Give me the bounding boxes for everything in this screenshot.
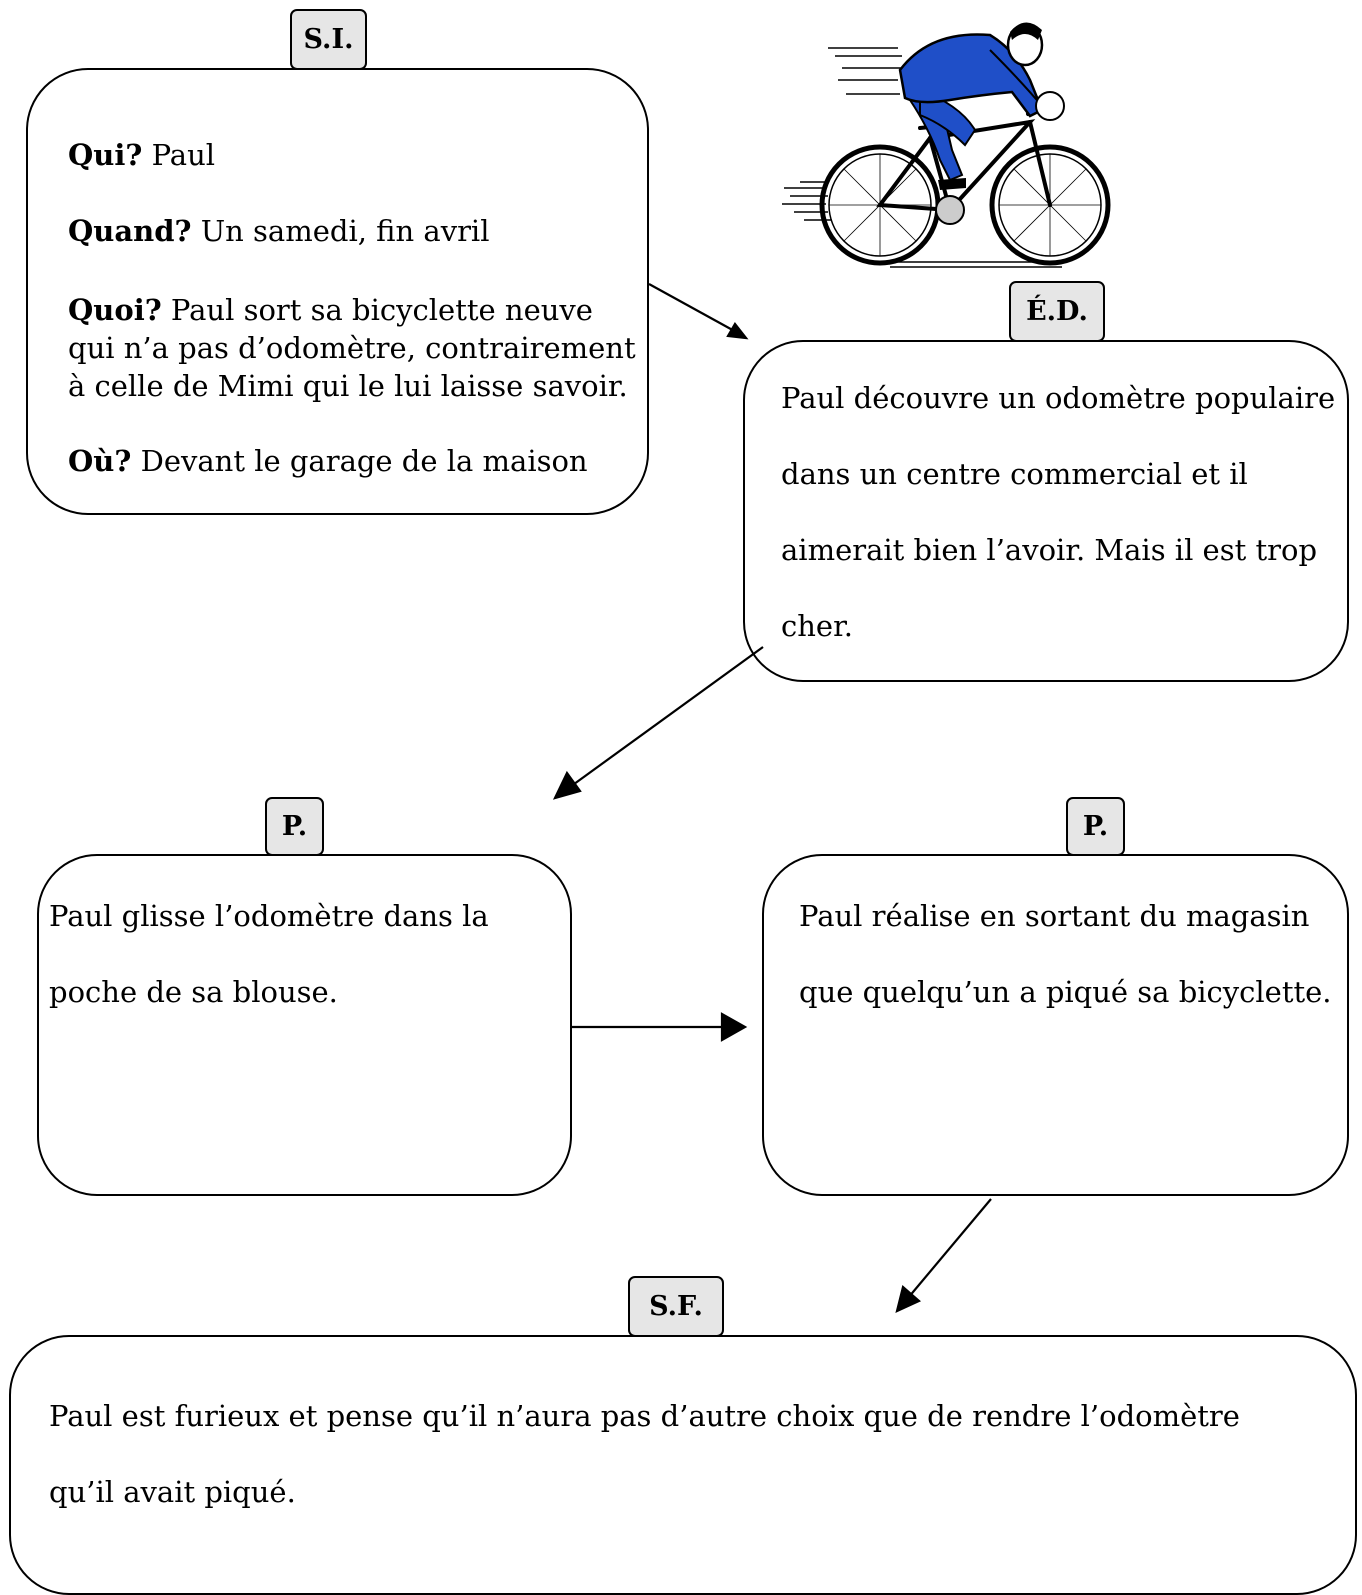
ed-line-2: dans un centre commercial et il: [781, 457, 1248, 491]
spokes: [829, 154, 1101, 256]
p2-line-2: que quelqu’un a piqué sa bicyclette.: [799, 975, 1332, 1009]
sf-line-2: qu’il avait piqué.: [49, 1475, 296, 1509]
tag-si: S.I.: [290, 9, 367, 70]
speed-lines: [782, 47, 1062, 268]
p2-line-1: Paul réalise en sortant du magasin: [799, 899, 1310, 933]
quoi-label: Quoi?: [68, 293, 162, 327]
qui-value: Paul: [151, 138, 216, 172]
quoi-line-1: Quoi? Paul sort sa bicyclette neuve: [68, 291, 636, 329]
tag-p-right: P.: [1066, 797, 1125, 856]
qui-label: Qui?: [68, 138, 143, 172]
ou-label: Où?: [68, 444, 132, 478]
quoi-text-1: Paul sort sa bicyclette neuve: [170, 293, 593, 327]
quoi-block: Quoi? Paul sort sa bicyclette neuve qui …: [68, 291, 636, 405]
cyclist-icon: [782, 22, 1111, 268]
tag-p-left: P.: [265, 797, 324, 856]
ed-line-1: Paul découvre un odomètre populaire: [781, 381, 1336, 415]
arrow-p2-to-sf: [895, 1198, 992, 1313]
quoi-line-3: à celle de Mimi qui le lui laisse savoir…: [68, 369, 628, 403]
qui-line: Qui? Paul: [68, 138, 215, 172]
ed-text: Paul découvre un odomètre populaire dans…: [781, 360, 1335, 664]
quand-value: Un samedi, fin avril: [200, 214, 490, 248]
tag-sf: S.F.: [628, 1276, 724, 1337]
ed-line-3: aimerait bien l’avoir. Mais il est trop: [781, 533, 1318, 567]
box-situation-finale: Paul est furieux et pense qu’il n’aura p…: [9, 1335, 1357, 1595]
sf-text: Paul est furieux et pense qu’il n’aura p…: [49, 1378, 1240, 1530]
arrow-ed-to-p1: [552, 646, 764, 800]
tag-ed: É.D.: [1009, 281, 1105, 342]
p1-line-1: Paul glisse l’odomètre dans la: [49, 899, 489, 933]
chainring: [935, 195, 965, 225]
p1-text: Paul glisse l’odomètre dans la poche de …: [49, 878, 489, 1030]
quand-label: Quand?: [68, 214, 192, 248]
box-peripetie-1: Paul glisse l’odomètre dans la poche de …: [37, 854, 572, 1196]
box-situation-initiale: Qui? Paul Quand? Un samedi, fin avril Qu…: [26, 68, 649, 515]
arrow-p1-to-p2: [572, 1012, 748, 1042]
sf-line-1: Paul est furieux et pense qu’il n’aura p…: [49, 1399, 1240, 1433]
ed-line-4: cher.: [781, 609, 853, 643]
rider: [898, 22, 1065, 190]
ou-value: Devant le garage de la maison: [140, 444, 588, 478]
box-peripetie-2: Paul réalise en sortant du magasin que q…: [762, 854, 1349, 1196]
ou-line: Où? Devant le garage de la maison: [68, 444, 588, 478]
arrow-si-to-ed: [648, 283, 749, 340]
p2-text: Paul réalise en sortant du magasin que q…: [799, 878, 1332, 1030]
box-element-declencheur: Paul découvre un odomètre populaire dans…: [743, 340, 1349, 682]
quand-line: Quand? Un samedi, fin avril: [68, 214, 490, 248]
quoi-line-2: qui n’a pas d’odomètre, contrairement: [68, 331, 636, 365]
p1-line-2: poche de sa blouse.: [49, 975, 338, 1009]
